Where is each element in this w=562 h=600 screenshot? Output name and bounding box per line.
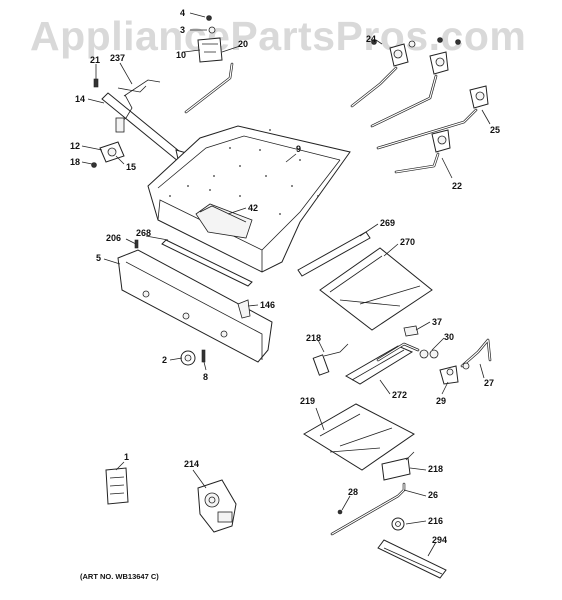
callout-4: 4: [180, 8, 185, 18]
watermark: AppliancePartsPros.com: [30, 13, 526, 59]
callout-20: 20: [238, 39, 248, 49]
callout-9: 9: [296, 144, 301, 154]
panel-270: [319, 247, 433, 331]
callout-22: 22: [452, 181, 462, 191]
callout-214: 214: [184, 459, 199, 469]
manifold-assembly: [91, 15, 234, 169]
callout-21: 21: [90, 55, 100, 65]
callout-270: 270: [400, 237, 415, 247]
callout-10: 10: [176, 50, 186, 60]
igniter-218-lower: [381, 457, 411, 481]
callout-30: 30: [444, 332, 454, 342]
callout-237: 237: [110, 53, 125, 63]
callout-37: 37: [432, 317, 442, 327]
callout-25: 25: [490, 125, 500, 135]
callout-29: 29: [436, 396, 446, 406]
callout-24: 24: [366, 34, 376, 44]
igniter-218: [312, 343, 349, 376]
callout-268: 268: [136, 228, 151, 238]
callout-27: 27: [484, 378, 494, 388]
callout-206: 206: [106, 233, 121, 243]
callout-8: 8: [203, 372, 208, 382]
callout-1: 1: [124, 452, 129, 462]
bracket-272: [344, 342, 439, 385]
front-panel: [117, 239, 273, 363]
strip-269: [297, 231, 371, 277]
panel-219: [303, 403, 415, 471]
callout-218-lower: 218: [428, 464, 443, 474]
bracket-294: [377, 539, 447, 579]
clip: [237, 299, 251, 319]
burner-box: [147, 125, 351, 273]
callout-146: 146: [260, 300, 275, 310]
art-number: (ART NO. WB13647 C): [80, 572, 159, 581]
callout-3: 3: [180, 25, 185, 35]
callout-15: 15: [126, 162, 136, 172]
callout-18: 18: [70, 157, 80, 167]
manual: [105, 467, 129, 505]
callout-218: 218: [306, 333, 321, 343]
callout-42: 42: [248, 203, 258, 213]
leader-lines: [81, 12, 491, 557]
callout-labels: 4 3 20 10 21 237 14 12 18 15 9 42 206 26…: [70, 8, 500, 545]
callout-5: 5: [96, 253, 101, 263]
valve-assembly: [197, 479, 237, 533]
trim-strip: [161, 239, 253, 287]
callout-14: 14: [75, 94, 85, 104]
callout-26: 26: [428, 490, 438, 500]
callout-294: 294: [432, 535, 447, 545]
callout-269: 269: [380, 218, 395, 228]
oven-valve: [439, 338, 492, 385]
burner-tube: [330, 482, 406, 536]
callout-272: 272: [392, 390, 407, 400]
callout-219: 219: [300, 396, 315, 406]
callout-216: 216: [428, 516, 443, 526]
top-burner-valves: [350, 37, 489, 174]
callout-28: 28: [348, 487, 358, 497]
callout-12: 12: [70, 141, 80, 151]
callout-2: 2: [162, 355, 167, 365]
gasket: [403, 325, 419, 337]
